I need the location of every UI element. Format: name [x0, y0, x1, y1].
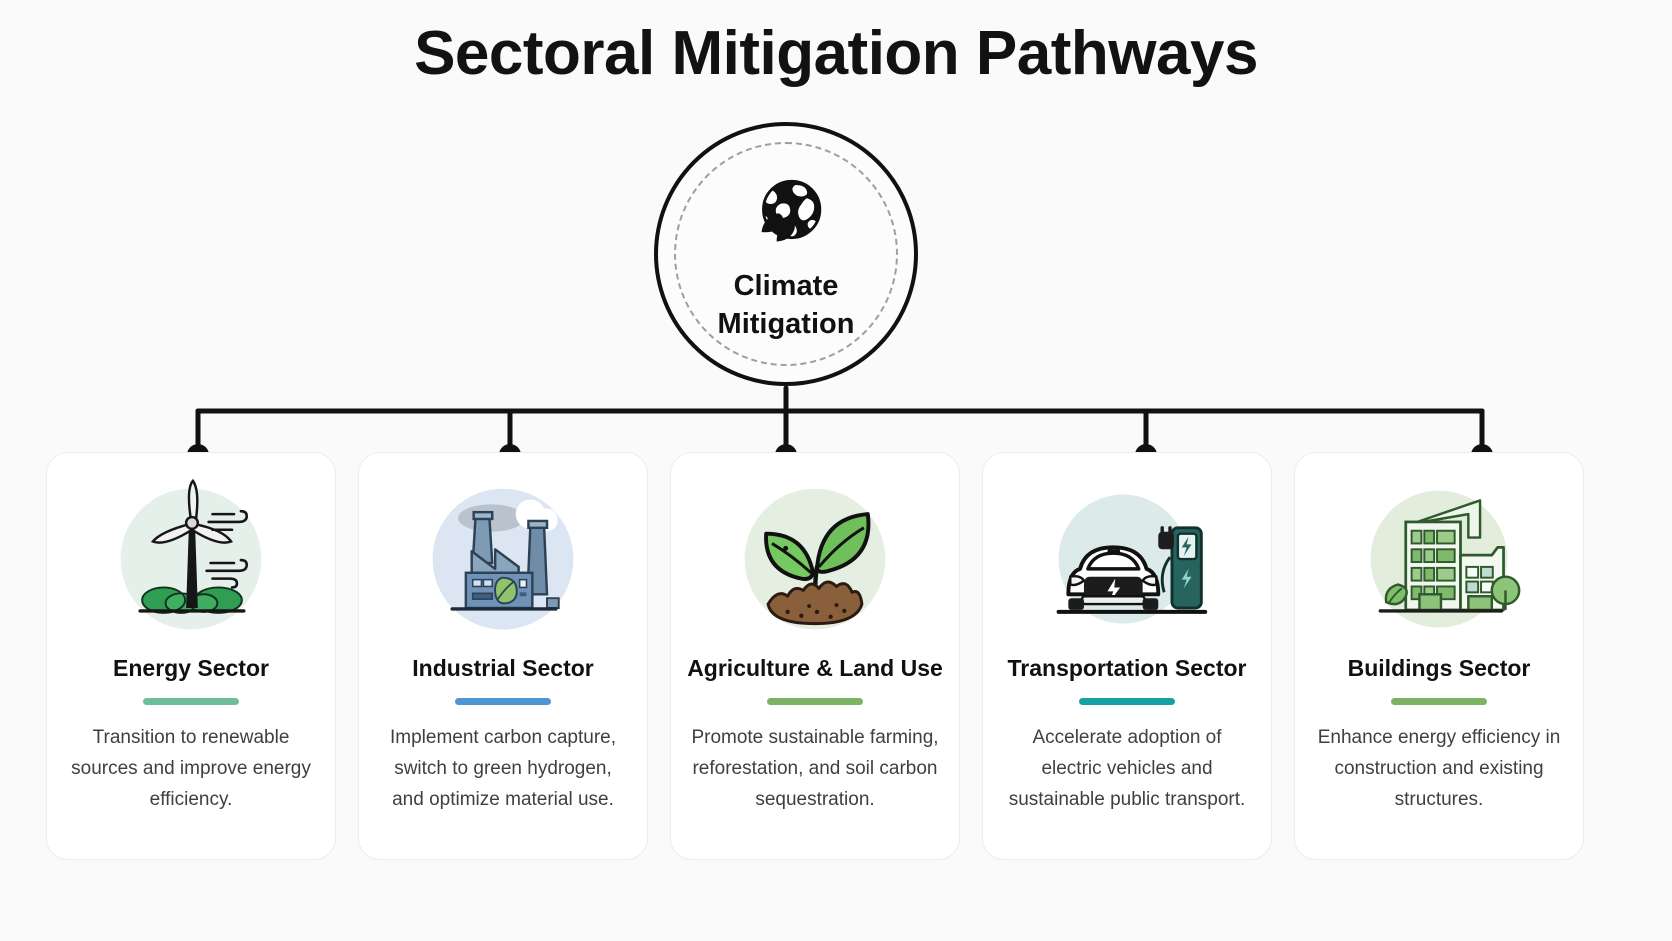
page-title: Sectoral Mitigation Pathways: [414, 19, 1258, 88]
central-node-climate-mitigation[interactable]: Climate Mitigation: [654, 122, 918, 386]
wind-turbine-icon: [103, 475, 279, 651]
card-accent-bar: [767, 697, 863, 705]
card-title: Buildings Sector: [1347, 655, 1531, 681]
sector-card-industrial[interactable]: Industrial Sector Implement carbon captu…: [358, 452, 648, 860]
card-accent-bar: [455, 697, 551, 705]
card-description: Transition to renewable sources and impr…: [71, 726, 311, 811]
seedling-soil-icon: [727, 475, 903, 651]
globe-leaf-icon: [739, 170, 833, 264]
card-accent-bar: [143, 697, 239, 705]
factory-icon: [415, 475, 591, 651]
card-title: Agriculture & Land Use: [687, 655, 943, 681]
card-title: Industrial Sector: [412, 655, 594, 681]
hub-label-line2: Mitigation: [717, 308, 855, 340]
sector-cards-row: Energy Sector Transition to renewable so…: [46, 452, 1626, 860]
sector-card-transportation[interactable]: Transportation Sector Accelerate adoptio…: [982, 452, 1272, 860]
card-description: Implement carbon capture, switch to gree…: [389, 726, 616, 811]
hub-label-line1: Climate: [733, 270, 839, 303]
sector-card-energy[interactable]: Energy Sector Transition to renewable so…: [46, 452, 336, 860]
green-buildings-icon: [1351, 475, 1527, 651]
card-description: Accelerate adoption of electric vehicles…: [1008, 726, 1246, 811]
card-description: Promote sustainable farming, reforestati…: [691, 726, 939, 811]
hub-label: Climate Mitigation: [718, 268, 855, 343]
electric-car-charger-icon: [1039, 475, 1215, 651]
card-title: Transportation Sector: [1007, 655, 1247, 681]
sector-card-agriculture[interactable]: Agriculture & Land Use Promote sustainab…: [670, 452, 960, 860]
card-title: Energy Sector: [113, 655, 269, 681]
card-accent-bar: [1391, 697, 1487, 705]
card-description: Enhance energy efficiency in constructio…: [1317, 726, 1561, 811]
sector-card-buildings[interactable]: Buildings Sector Enhance energy efficien…: [1294, 452, 1584, 860]
card-accent-bar: [1079, 697, 1175, 705]
